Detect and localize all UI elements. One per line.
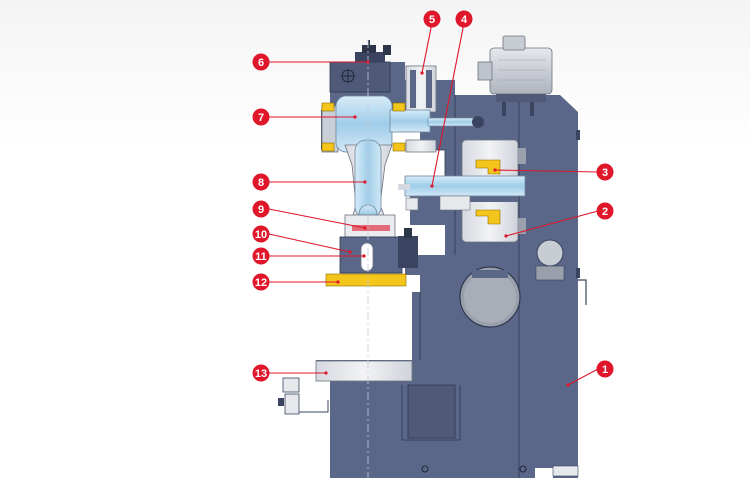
frame-lower-cavity xyxy=(407,384,456,439)
callout-12: 12 xyxy=(252,273,270,291)
callout-label: 3 xyxy=(602,167,608,179)
callout-11: 11 xyxy=(252,247,270,265)
ram-tool-plate xyxy=(325,273,407,287)
drive-shaft xyxy=(398,175,526,211)
callout-2: 2 xyxy=(596,202,614,220)
callout-9: 9 xyxy=(252,200,270,218)
callout-3: 3 xyxy=(596,163,614,181)
callout-10: 10 xyxy=(252,225,270,243)
frame-lower-leg xyxy=(330,380,402,478)
callout-label: 8 xyxy=(258,177,264,189)
pneumatic-valve xyxy=(278,377,329,415)
callout-label: 13 xyxy=(255,368,267,380)
ram xyxy=(339,214,418,274)
callout-label: 7 xyxy=(258,112,264,124)
frame-gap xyxy=(400,283,412,360)
callout-5: 5 xyxy=(423,10,441,28)
callout-label: 4 xyxy=(461,14,468,26)
callout-7: 7 xyxy=(252,108,270,126)
callout-4: 4 xyxy=(455,10,473,28)
callout-label: 12 xyxy=(255,277,267,289)
bolster-plate xyxy=(315,360,413,382)
callout-13: 13 xyxy=(252,364,270,382)
callout-label: 6 xyxy=(258,57,264,69)
leader-dots xyxy=(324,60,570,387)
motor xyxy=(477,35,553,116)
callout-1: 1 xyxy=(596,360,614,378)
top-bearing-block xyxy=(329,40,391,93)
callout-label: 2 xyxy=(602,206,608,218)
callout-label: 1 xyxy=(602,364,608,376)
callout-6: 6 xyxy=(252,53,270,71)
small-motor xyxy=(535,239,587,305)
callout-8: 8 xyxy=(252,173,270,191)
callout-label: 10 xyxy=(255,229,267,241)
callout-label: 11 xyxy=(255,251,267,263)
callout-label: 9 xyxy=(258,204,264,216)
frame-details xyxy=(421,130,580,477)
leader-lines xyxy=(268,22,599,386)
gear-drum xyxy=(459,266,521,328)
callout-label: 5 xyxy=(429,14,435,26)
